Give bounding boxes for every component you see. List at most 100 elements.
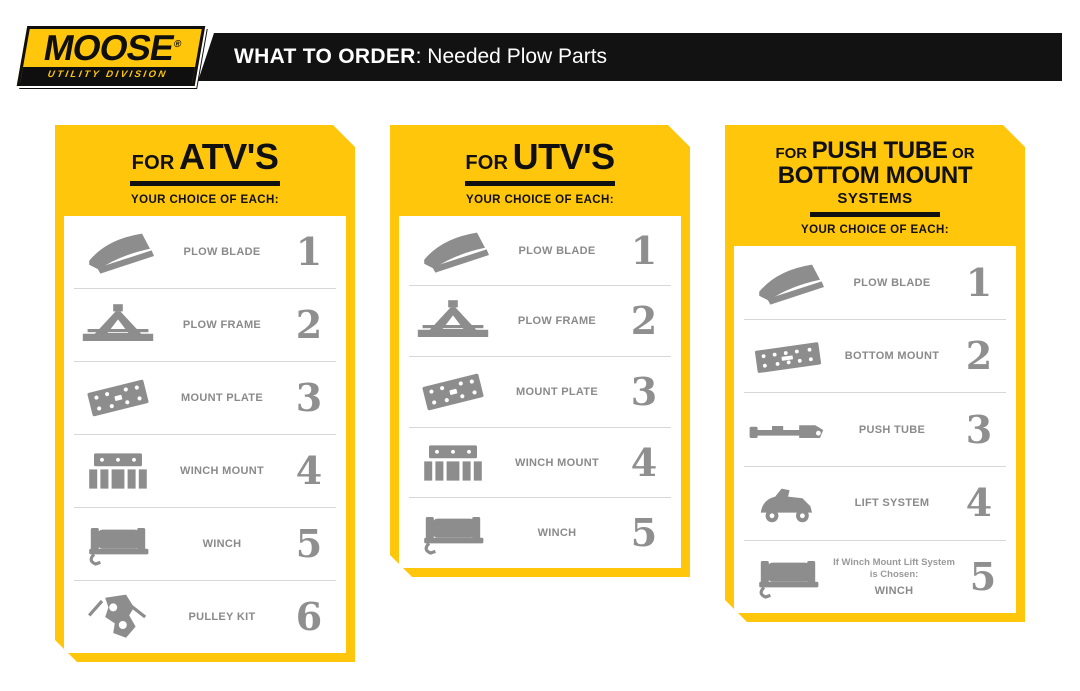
item-label: PLOW BLADE	[518, 244, 596, 257]
header-title-rest: : Needed Plow Parts	[415, 45, 608, 68]
plow-blade-icon	[744, 259, 832, 307]
plow-blade-icon	[74, 228, 162, 276]
card-push-tube-bottom-mount: FOR PUSH TUBE OR BOTTOM MOUNT SYSTEMS YO…	[725, 125, 1025, 622]
list-item: PLOW BLADE 1	[409, 216, 671, 286]
registered-mark: ®	[172, 39, 183, 50]
title-main-2: BOTTOM MOUNT	[777, 162, 973, 190]
item-number: 3	[630, 368, 658, 414]
list-item: If Winch Mount Lift System is Chosen: WI…	[744, 540, 1006, 614]
item-number: 5	[295, 520, 323, 566]
list-item: BOTTOM MOUNT 2	[744, 319, 1006, 393]
item-number: 3	[295, 374, 323, 420]
item-number: 4	[630, 439, 658, 485]
winch-icon	[409, 509, 497, 557]
list-item: MOUNT PLATE 3	[409, 356, 671, 427]
list-item: PLOW BLADE 1	[744, 246, 1006, 319]
list-item: WINCH MOUNT 4	[74, 434, 336, 507]
item-number: 5	[630, 510, 658, 556]
title-underline	[130, 181, 280, 186]
logo-division-text: UTILITY DIVISION	[20, 66, 196, 83]
item-label: PLOW BLADE	[183, 245, 261, 258]
item-label: BOTTOM MOUNT	[844, 350, 940, 363]
plow-frame-icon	[74, 301, 162, 349]
list-item: MOUNT PLATE 3	[74, 361, 336, 434]
title-suffix: OR	[952, 145, 975, 162]
item-label-stack: If Winch Mount Lift System is Chosen: WI…	[832, 557, 956, 597]
list-item: PLOW FRAME 2	[74, 288, 336, 361]
logo-brand-word: MOOSE	[40, 27, 177, 68]
item-number: 3	[965, 406, 993, 452]
title-main: UTV'S	[512, 136, 615, 177]
moose-logo: MOOSE® UTILITY DIVISION	[16, 26, 206, 86]
item-number: 1	[965, 259, 993, 305]
card-push-header: FOR PUSH TUBE OR BOTTOM MOUNT SYSTEMS YO…	[725, 125, 1025, 246]
card-subtitle: YOUR CHOICE OF EACH:	[466, 193, 614, 206]
item-label: WINCH MOUNT	[180, 464, 264, 477]
item-number: 1	[295, 228, 323, 274]
plow-blade-icon	[409, 227, 497, 275]
mount-plate-icon	[74, 374, 162, 422]
card-utv-list: PLOW BLADE 1 PLOW FRAME 2 MOUNT PLATE 3 …	[399, 216, 681, 568]
header-title-bold: WHAT TO ORDER	[234, 45, 416, 68]
list-item: WINCH 5	[74, 507, 336, 580]
card-atv-header: FOR ATV'S YOUR CHOICE OF EACH:	[55, 125, 355, 216]
item-number: 2	[295, 301, 323, 347]
item-number: 4	[295, 447, 323, 493]
plow-frame-icon	[409, 297, 497, 345]
title-main: ATV'S	[178, 136, 279, 177]
card-push-title-line1: FOR PUSH TUBE OR	[725, 138, 1025, 163]
item-label: PLOW FRAME	[182, 318, 262, 331]
item-note: If Winch Mount Lift System is Chosen:	[833, 556, 955, 581]
bottom-mount-icon	[744, 332, 832, 380]
card-push-title-line2: BOTTOM MOUNT	[725, 163, 1025, 188]
card-atv-list: PLOW BLADE 1 PLOW FRAME 2 MOUNT PLATE 3 …	[64, 216, 346, 653]
card-utv-header: FOR UTV'S YOUR CHOICE OF EACH:	[390, 125, 690, 216]
item-label: LIFT SYSTEM	[854, 497, 930, 510]
winch-icon	[744, 553, 832, 601]
card-utv-title: FOR UTV'S	[390, 138, 690, 176]
item-label: WINCH	[874, 584, 914, 597]
card-utv: FOR UTV'S YOUR CHOICE OF EACH: PLOW BLAD…	[390, 125, 690, 577]
item-label: WINCH	[537, 527, 577, 540]
pulley-kit-icon	[74, 593, 162, 641]
item-number: 2	[630, 298, 658, 344]
list-item: PULLEY KIT 6	[74, 580, 336, 653]
item-number: 1	[630, 227, 658, 273]
list-item: PLOW BLADE 1	[74, 216, 336, 288]
title-prefix: FOR	[131, 152, 175, 174]
card-subtitle: YOUR CHOICE OF EACH:	[801, 224, 949, 237]
logo-brand-text: MOOSE®	[23, 27, 202, 68]
item-label: MOUNT PLATE	[516, 385, 598, 398]
item-label: WINCH MOUNT	[515, 456, 599, 469]
item-label: WINCH	[202, 537, 242, 550]
item-number: 5	[969, 553, 997, 599]
lift-system-icon	[744, 479, 832, 527]
winch-icon	[74, 520, 162, 568]
list-item: WINCH MOUNT 4	[409, 427, 671, 498]
title-prefix: FOR	[775, 145, 808, 162]
card-atv: FOR ATV'S YOUR CHOICE OF EACH: PLOW BLAD…	[55, 125, 355, 662]
list-item: WINCH 5	[409, 497, 671, 568]
item-number: 4	[965, 480, 993, 526]
item-label: MOUNT PLATE	[181, 391, 263, 404]
item-label: PULLEY KIT	[188, 610, 256, 623]
list-item: LIFT SYSTEM 4	[744, 466, 1006, 540]
title-prefix: FOR	[465, 152, 509, 174]
card-push-title-line3: SYSTEMS	[837, 190, 913, 208]
title-main: PUSH TUBE	[811, 137, 948, 164]
winch-mount-icon	[409, 439, 497, 487]
item-label: PLOW BLADE	[853, 276, 931, 289]
list-item: PLOW FRAME 2	[409, 285, 671, 356]
title-underline	[810, 212, 940, 217]
item-label: PUSH TUBE	[858, 423, 926, 436]
push-tube-icon	[744, 406, 832, 454]
winch-mount-icon	[74, 447, 162, 495]
item-number: 6	[295, 593, 323, 639]
header-bar: WHAT TO ORDER: Needed Plow Parts	[198, 33, 1062, 81]
list-item: PUSH TUBE 3	[744, 392, 1006, 466]
item-label: PLOW FRAME	[517, 315, 597, 328]
title-underline	[465, 181, 615, 186]
card-push-list: PLOW BLADE 1 BOTTOM MOUNT 2 PUSH TUBE 3 …	[734, 246, 1016, 613]
card-subtitle: YOUR CHOICE OF EACH:	[131, 193, 279, 206]
mount-plate-icon	[409, 368, 497, 416]
